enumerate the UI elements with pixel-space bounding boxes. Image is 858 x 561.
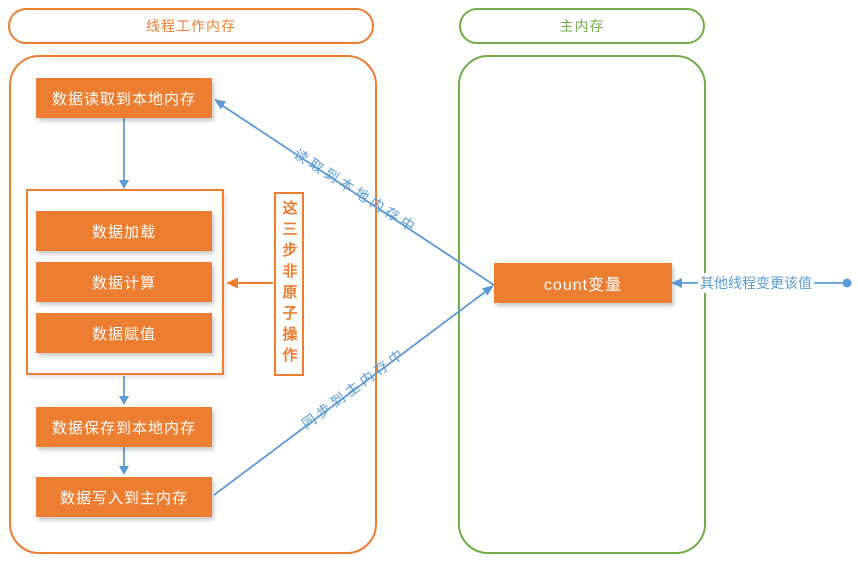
non-atomic-note: 这三步非原子操作	[274, 192, 304, 376]
main-memory-title: 主内存	[459, 8, 705, 44]
load-box: 数据加载	[36, 211, 212, 251]
edge-label-other-thread: 其他线程变更该值	[698, 273, 814, 293]
write-box: 数据写入到主内存	[36, 477, 212, 517]
count-box: count变量	[494, 263, 672, 303]
assign-box: 数据赋值	[36, 313, 212, 353]
save-box: 数据保存到本地内存	[36, 407, 212, 447]
read-box: 数据读取到本地内存	[36, 78, 212, 118]
thread-memory-title: 线程工作内存	[8, 8, 374, 44]
calc-box: 数据计算	[36, 262, 212, 302]
dot-endpoint-icon	[842, 278, 852, 288]
main-memory-container	[458, 55, 706, 554]
